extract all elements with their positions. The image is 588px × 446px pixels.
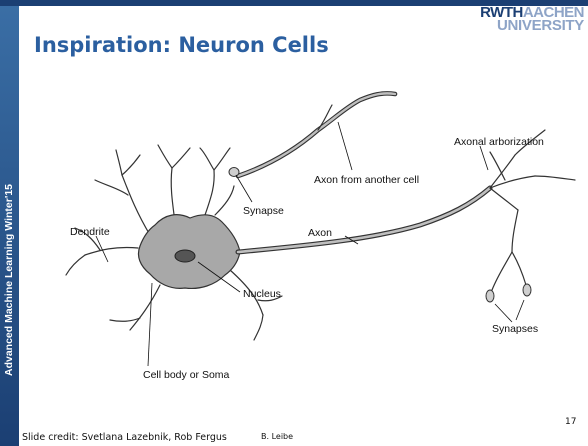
slide-author: B. Leibe xyxy=(261,432,293,441)
page-number: 17 xyxy=(565,417,576,427)
axon-from-another-cell xyxy=(238,93,395,176)
label-cell-body: Cell body or Soma xyxy=(143,369,230,381)
synapse-shape xyxy=(229,168,239,177)
axonal-arborization xyxy=(490,130,575,290)
label-axonal-arborization: Axonal arborization xyxy=(454,136,544,148)
axon xyxy=(238,188,490,252)
synapse-bulb-left xyxy=(486,290,494,302)
label-synapses: Synapses xyxy=(492,323,538,335)
synapse-bulb-right xyxy=(523,284,531,296)
label-dendrite: Dendrite xyxy=(70,226,110,238)
label-axon: Axon xyxy=(308,227,332,239)
slide-credit: Slide credit: Svetlana Lazebnik, Rob Fer… xyxy=(22,432,227,443)
label-synapse: Synapse xyxy=(243,205,284,217)
label-axon-from-another-cell: Axon from another cell xyxy=(314,174,419,186)
nucleus-shape xyxy=(175,250,195,262)
label-nucleus: Nucleus xyxy=(243,288,281,300)
